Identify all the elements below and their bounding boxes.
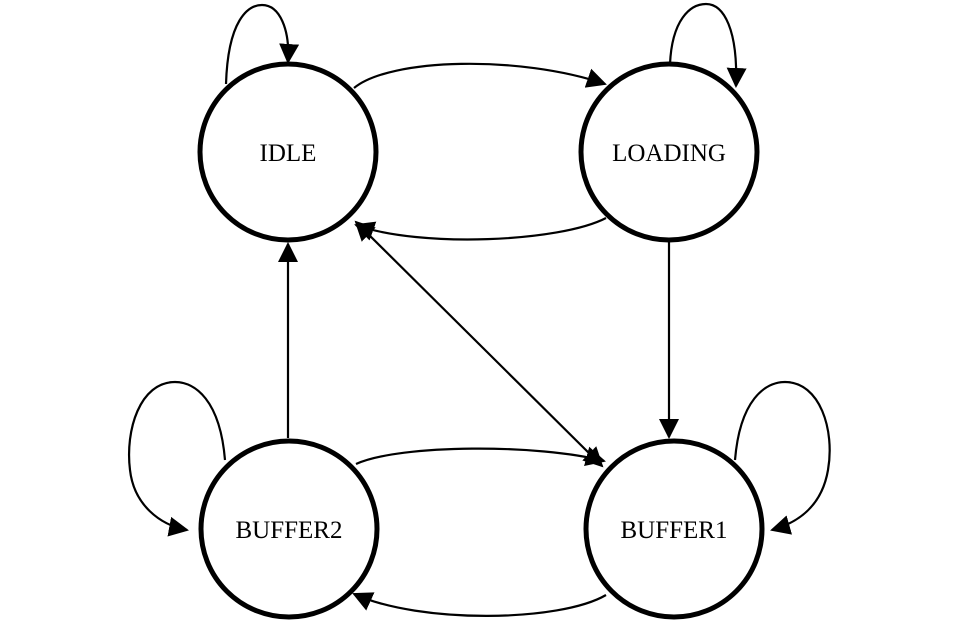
state-idle-circle [197,61,379,243]
transition-buffer2-to-buffer1 [355,446,606,467]
state-buffer1-label: BUFFER1 [621,517,728,544]
state-buffer1-circle [583,438,765,620]
transition-buffer1-self-loop [733,380,831,535]
state-buffer2[interactable]: BUFFER2 [198,438,380,620]
transition-buffer2-self-loop [128,380,227,537]
transition-loading-self-loop [668,2,747,88]
state-buffer2-label: BUFFER2 [236,517,343,544]
transition-buffer1-to-buffer2 [352,592,607,617]
state-idle[interactable]: IDLE [197,61,379,243]
transition-loading-to-idle [354,217,607,241]
transition-idle-to-loading [353,62,607,89]
state-buffer1[interactable]: BUFFER1 [583,438,765,620]
state-buffer2-circle [198,438,380,620]
state-loading-label: LOADING [612,140,726,167]
state-loading-circle [578,61,760,243]
state-loading[interactable]: LOADING [578,61,760,243]
transition-idle-self-loop [224,3,300,85]
transition-idle-buffer1-diagonal [354,220,604,468]
transitions [128,2,831,617]
state-idle-label: IDLE [260,140,317,167]
